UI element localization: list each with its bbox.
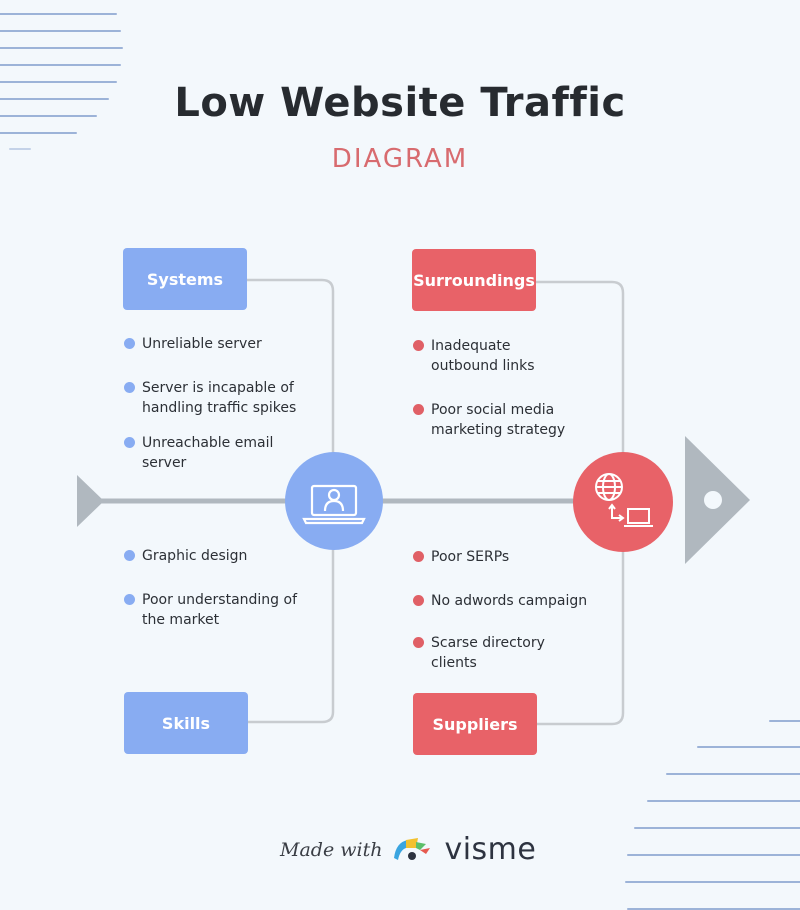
bullet-dot (413, 637, 424, 648)
cause-item: Unreachable email server (124, 433, 292, 473)
bullet-dot (413, 595, 424, 606)
effect-node (573, 452, 673, 552)
bullet-dot (124, 594, 135, 605)
cause-item: Server is incapable of handling traffic … (124, 378, 312, 418)
bullet-dot (124, 550, 135, 561)
made-with-visme-badge[interactable]: Made with visme (280, 832, 536, 867)
laptop-user-icon (302, 484, 366, 525)
cause-item: Scarse directory clients (413, 633, 571, 673)
visme-logo-icon (394, 837, 431, 860)
bullet-dot (413, 340, 424, 351)
cause-item: Poor SERPs (413, 547, 631, 567)
bullet-dot (413, 551, 424, 562)
cause-item: Graphic design (124, 546, 342, 566)
fish-eye (704, 491, 722, 509)
bullet-dot (413, 404, 424, 415)
fish-tail (77, 475, 104, 527)
page-title: Low Website Traffic (174, 80, 626, 126)
category-systems: Systems (123, 248, 247, 310)
cause-item: Poor understanding of the market (124, 590, 302, 630)
cause-item: Poor social media marketing strategy (413, 400, 581, 440)
center-node (285, 452, 383, 550)
bullet-dot (124, 437, 135, 448)
globe-to-laptop-icon (595, 473, 653, 527)
category-surroundings: Surroundings (412, 249, 536, 311)
cause-item: Unreliable server (124, 334, 342, 354)
bullet-dot (124, 382, 135, 393)
bullet-dot (124, 338, 135, 349)
page-subtitle: DIAGRAM (331, 144, 469, 174)
category-skills: Skills (124, 692, 248, 754)
category-suppliers: Suppliers (413, 693, 537, 755)
cause-item: No adwords campaign (413, 591, 631, 611)
visme-brand: visme (444, 832, 537, 867)
cause-item: Inadequate outbound links (413, 336, 551, 376)
made-with-label: Made with (280, 838, 383, 861)
